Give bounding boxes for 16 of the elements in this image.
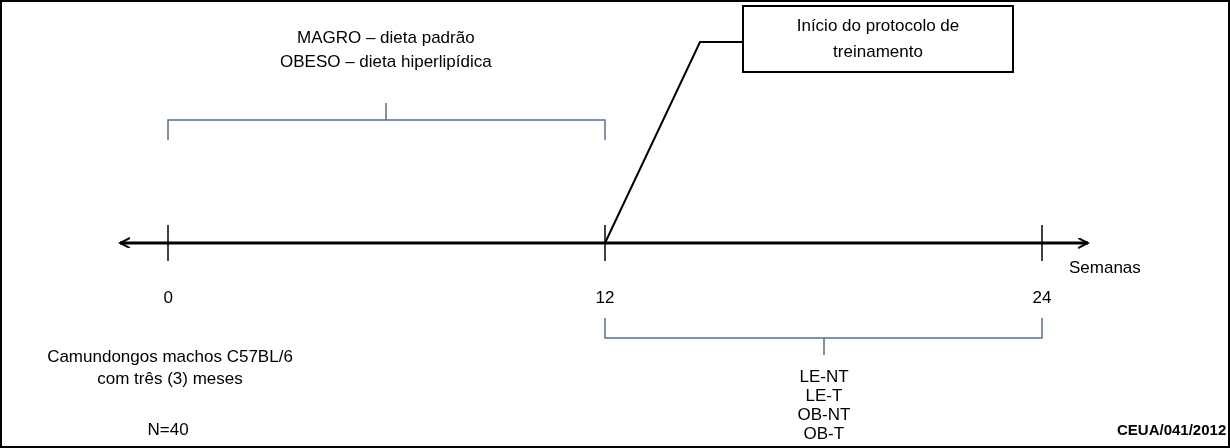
tick-label: 12 [595,287,615,309]
sample-description: Camundongos machos C57BL/6 com três (3) meses [46,346,294,390]
tick-label: 0 [163,287,173,309]
axis-unit-label: Semanas [1069,257,1141,279]
diet-label: OBESO – dieta hiperlipídica [280,51,492,73]
tick-label: 24 [1032,287,1052,309]
sample-size: N=40 [147,419,189,441]
protocol-code: CEUA/041/2012 [1117,420,1227,440]
group-label: OB-NT [797,404,851,426]
callout-box: Início do protocolo de treinamento [742,5,1014,73]
group-label: LE-NT [799,366,849,388]
group-label: LE-T [805,385,843,407]
leader-line [604,41,743,244]
diet-label: MAGRO – dieta padrão [297,27,475,49]
group-label: OB-T [803,423,845,445]
tick-mark [604,224,606,262]
